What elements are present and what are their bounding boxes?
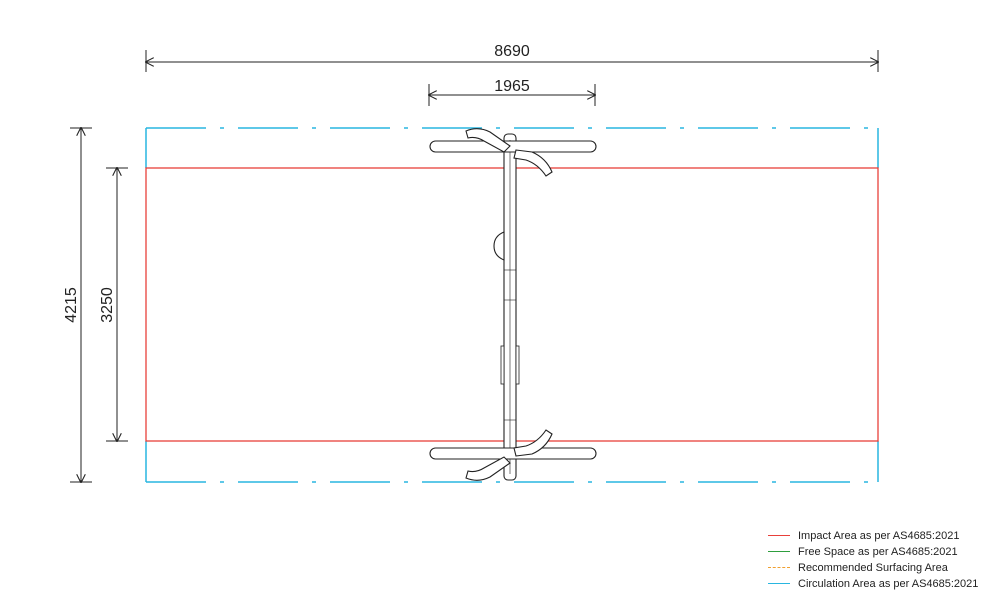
legend-label-surfacing: Recommended Surfacing Area [798, 562, 948, 574]
dimension-impact-depth [106, 168, 128, 441]
dimension-equipment-width-label: 1965 [494, 78, 530, 95]
legend-swatch-impact [768, 535, 790, 536]
dimension-total-width-label: 8690 [494, 43, 530, 60]
legend-label-free-space: Free Space as per AS4685:2021 [798, 546, 958, 558]
legend-label-impact: Impact Area as per AS4685:2021 [798, 530, 960, 542]
circulation-area [145, 127, 879, 483]
dimension-total-depth-label: 4215 [63, 287, 80, 323]
dimension-impact-depth-label: 3250 [99, 287, 116, 323]
legend: Impact Area as per AS4685:2021 Free Spac… [768, 528, 998, 592]
legend-item-surfacing: Recommended Surfacing Area [768, 560, 998, 576]
legend-label-circulation: Circulation Area as per AS4685:2021 [798, 578, 979, 590]
dimension-equipment-width [429, 84, 595, 106]
dimension-total-depth [70, 128, 92, 482]
dimension-total-width [146, 50, 878, 72]
legend-item-impact: Impact Area as per AS4685:2021 [768, 528, 998, 544]
legend-swatch-circulation [768, 583, 790, 584]
legend-item-circulation: Circulation Area as per AS4685:2021 [768, 576, 998, 592]
seesaw-equipment [429, 128, 597, 481]
legend-swatch-free-space [768, 551, 790, 552]
legend-item-free-space: Free Space as per AS4685:2021 [768, 544, 998, 560]
legend-swatch-surfacing [768, 567, 790, 568]
